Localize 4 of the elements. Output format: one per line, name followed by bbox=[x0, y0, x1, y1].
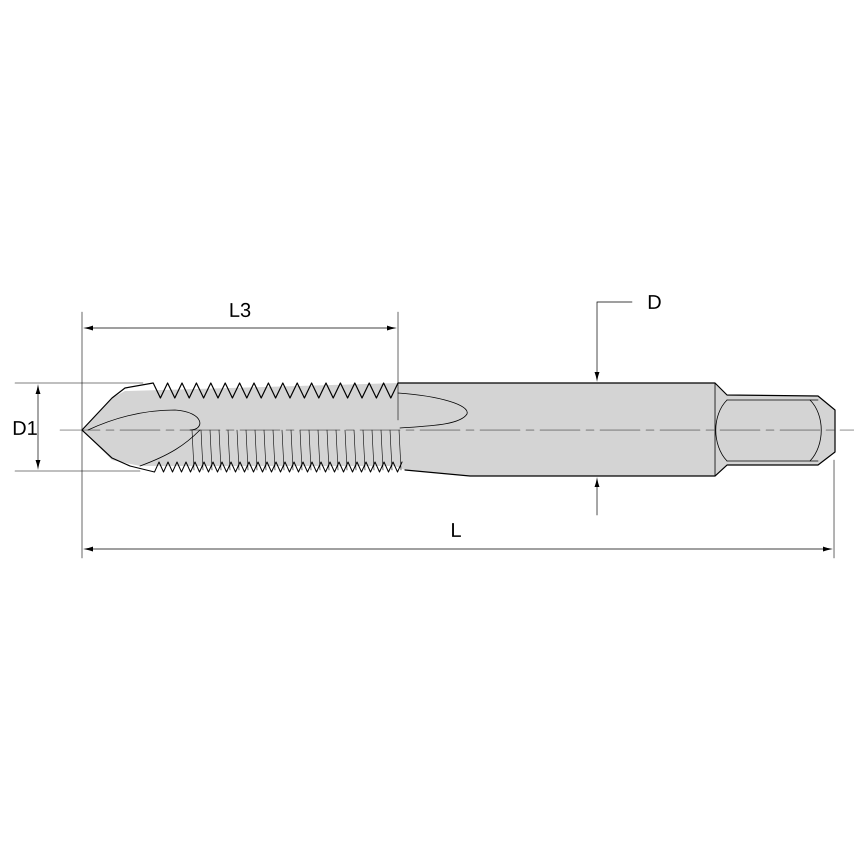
dimension-label: D bbox=[648, 295, 661, 309]
dimension-label: D1 bbox=[14, 421, 37, 435]
dimension-label: L bbox=[452, 523, 461, 537]
dimension-label: L3 bbox=[230, 302, 250, 318]
